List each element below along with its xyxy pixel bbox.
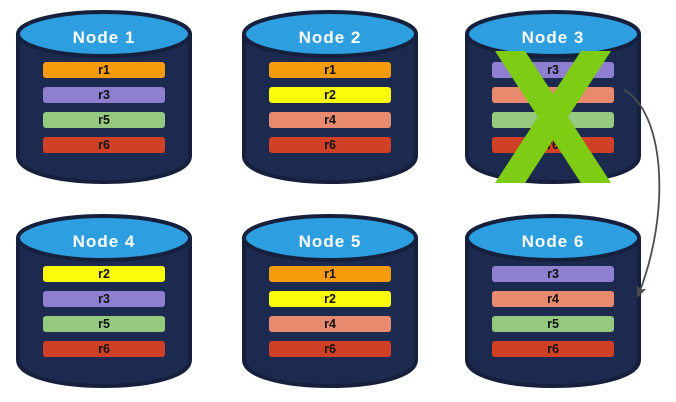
cylinder-top-ellipse (16, 10, 192, 58)
replica-row-r1[interactable]: r1 (43, 62, 165, 78)
replica-row-r1[interactable]: r1 (269, 62, 391, 78)
replica-row-r6[interactable]: r6 (492, 137, 614, 153)
replica-row-list: r3 r4 r5 r6 (492, 266, 614, 366)
replica-row-r3[interactable]: r3 (492, 62, 614, 78)
replica-row-r5[interactable]: r5 (492, 112, 614, 128)
replica-row-r2[interactable]: r2 (269, 291, 391, 307)
replica-row-r3[interactable]: r3 (492, 266, 614, 282)
replica-row-list: r3 r4 r5 r6 (492, 62, 614, 162)
cylinder-top-ellipse (465, 10, 641, 58)
replica-row-list: r1 r2 r4 r6 (269, 62, 391, 162)
replica-row-list: r2 r3 r5 r6 (43, 266, 165, 366)
replica-row-r6[interactable]: r6 (492, 341, 614, 357)
replica-row-r4[interactable]: r4 (269, 316, 391, 332)
replica-row-r2[interactable]: r2 (269, 87, 391, 103)
replica-row-r6[interactable]: r6 (43, 341, 165, 357)
replica-row-r5[interactable]: r5 (43, 112, 165, 128)
replica-row-r6[interactable]: r6 (269, 137, 391, 153)
replica-row-r5[interactable]: r5 (43, 316, 165, 332)
cylinder-top-ellipse (242, 10, 418, 58)
cylinder-top-ellipse (242, 214, 418, 262)
replica-row-r4[interactable]: r4 (492, 291, 614, 307)
replica-row-list: r1 r3 r5 r6 (43, 62, 165, 162)
replica-row-r3[interactable]: r3 (43, 291, 165, 307)
cylinder-top-ellipse (16, 214, 192, 262)
replica-row-list: r1 r2 r4 r6 (269, 266, 391, 366)
replica-row-r6[interactable]: r6 (43, 137, 165, 153)
replica-row-r5[interactable]: r5 (492, 316, 614, 332)
replica-row-r4[interactable]: r4 (492, 87, 614, 103)
replica-row-r4[interactable]: r4 (269, 112, 391, 128)
replica-row-r2[interactable]: r2 (43, 266, 165, 282)
replica-row-r3[interactable]: r3 (43, 87, 165, 103)
replica-row-r6[interactable]: r6 (269, 341, 391, 357)
replica-row-r1[interactable]: r1 (269, 266, 391, 282)
cylinder-top-ellipse (465, 214, 641, 262)
